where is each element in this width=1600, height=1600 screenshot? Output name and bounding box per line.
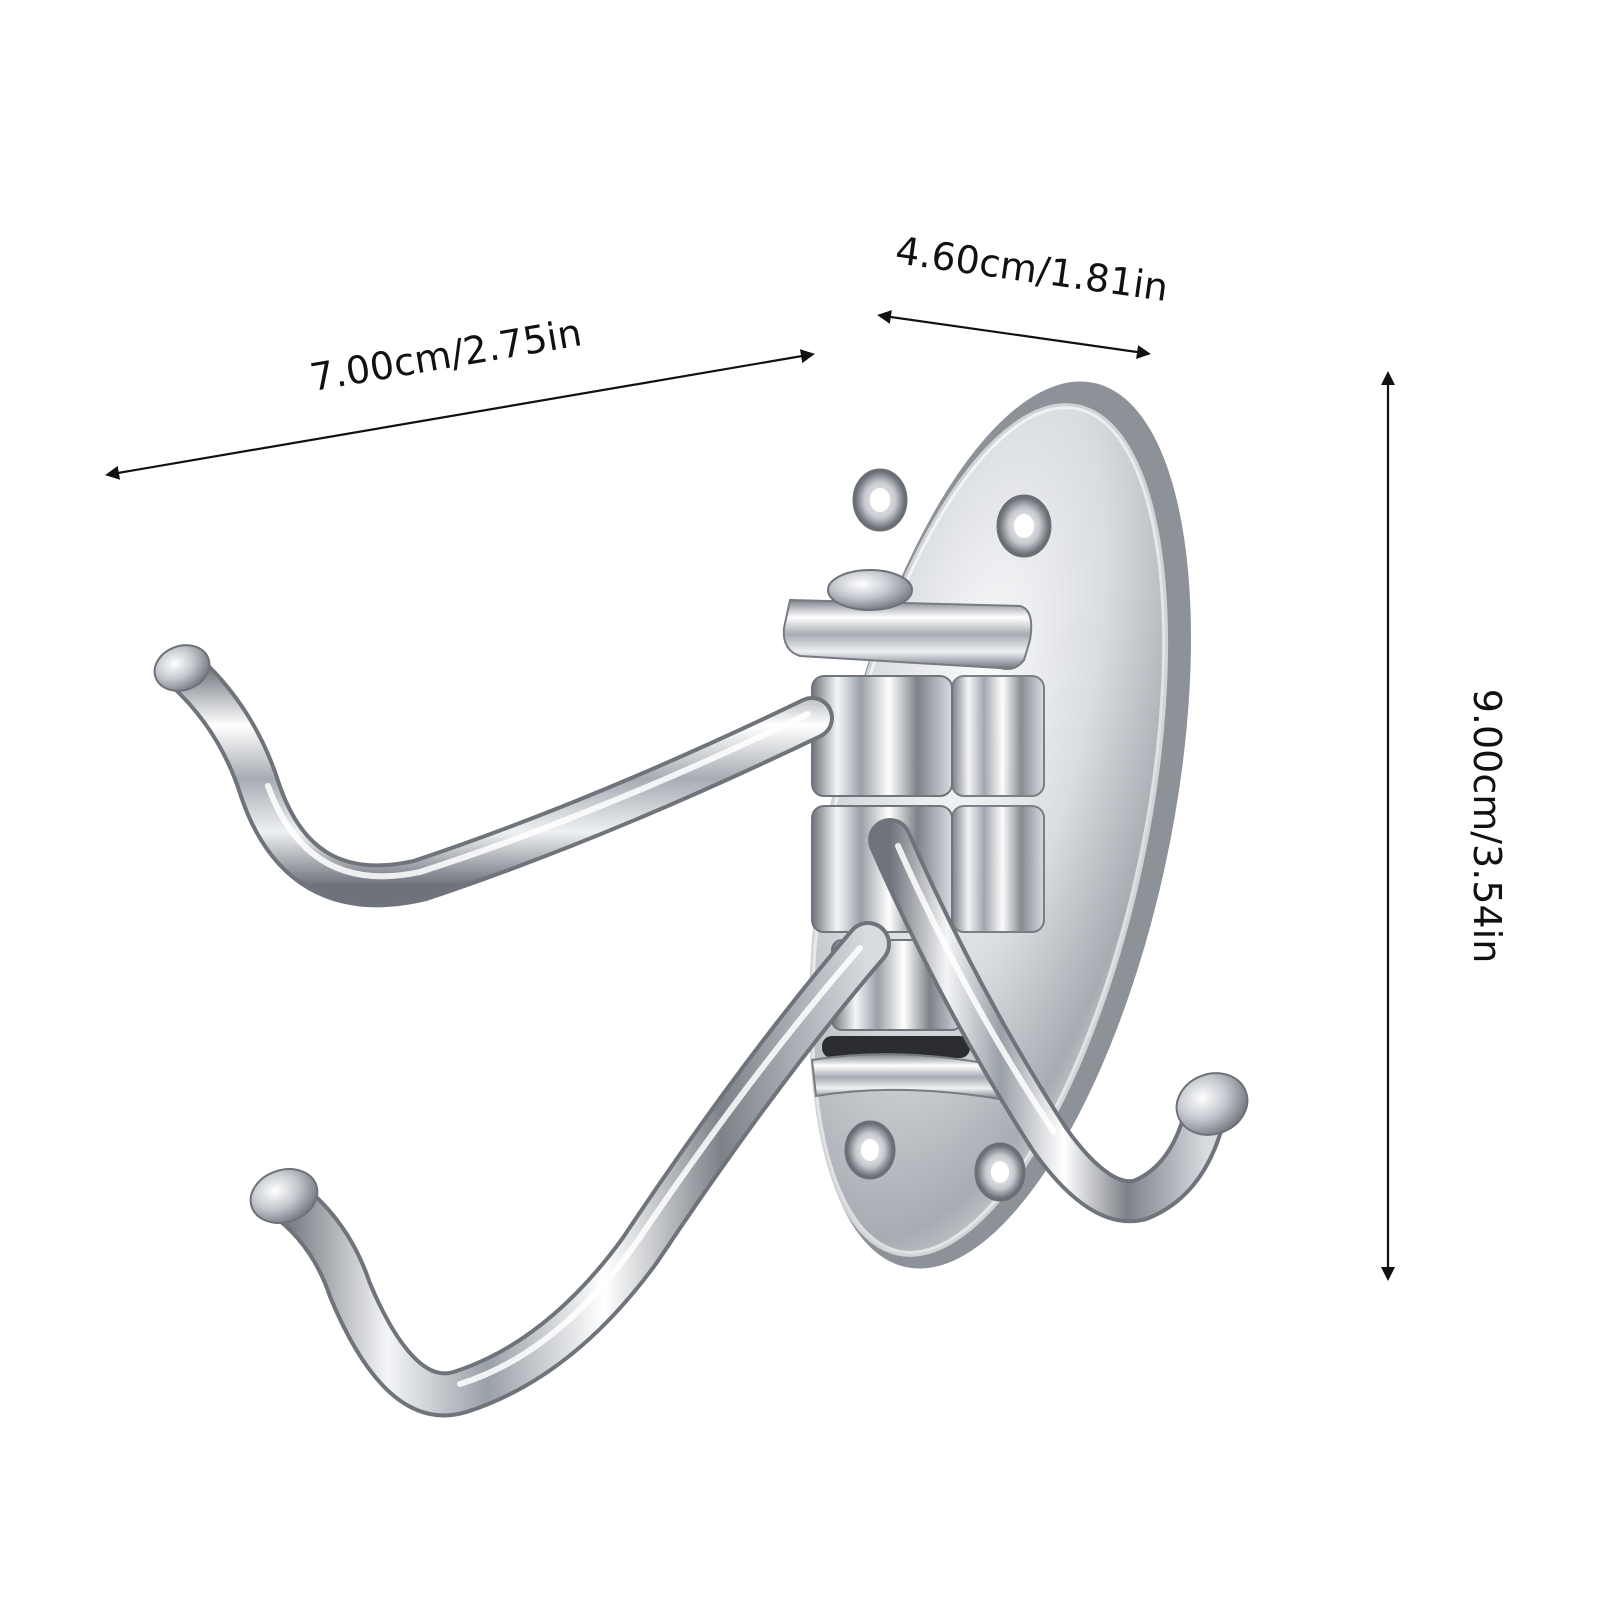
depth-dimension: 4.60cm/1.81in	[877, 228, 1171, 359]
width-dimension: 7.00cm/2.75in	[105, 310, 815, 480]
width-dimension-line	[105, 349, 815, 480]
top-bracket	[782, 569, 1033, 670]
upper-left-hook	[153, 644, 834, 908]
depth-dimension-line	[877, 310, 1151, 359]
width-dimension-label: 7.00cm/2.75in	[307, 310, 585, 400]
swivel-hook-icon	[153, 381, 1249, 1418]
lower-left-hook	[249, 921, 891, 1418]
height-dimension-label: 9.00cm/3.54in	[1465, 689, 1509, 964]
depth-dimension-label: 4.60cm/1.81in	[893, 228, 1171, 310]
screw-holes	[844, 468, 1052, 1202]
right-hook	[868, 818, 1249, 1224]
height-dimension: 9.00cm/3.54in	[1381, 371, 1509, 1281]
